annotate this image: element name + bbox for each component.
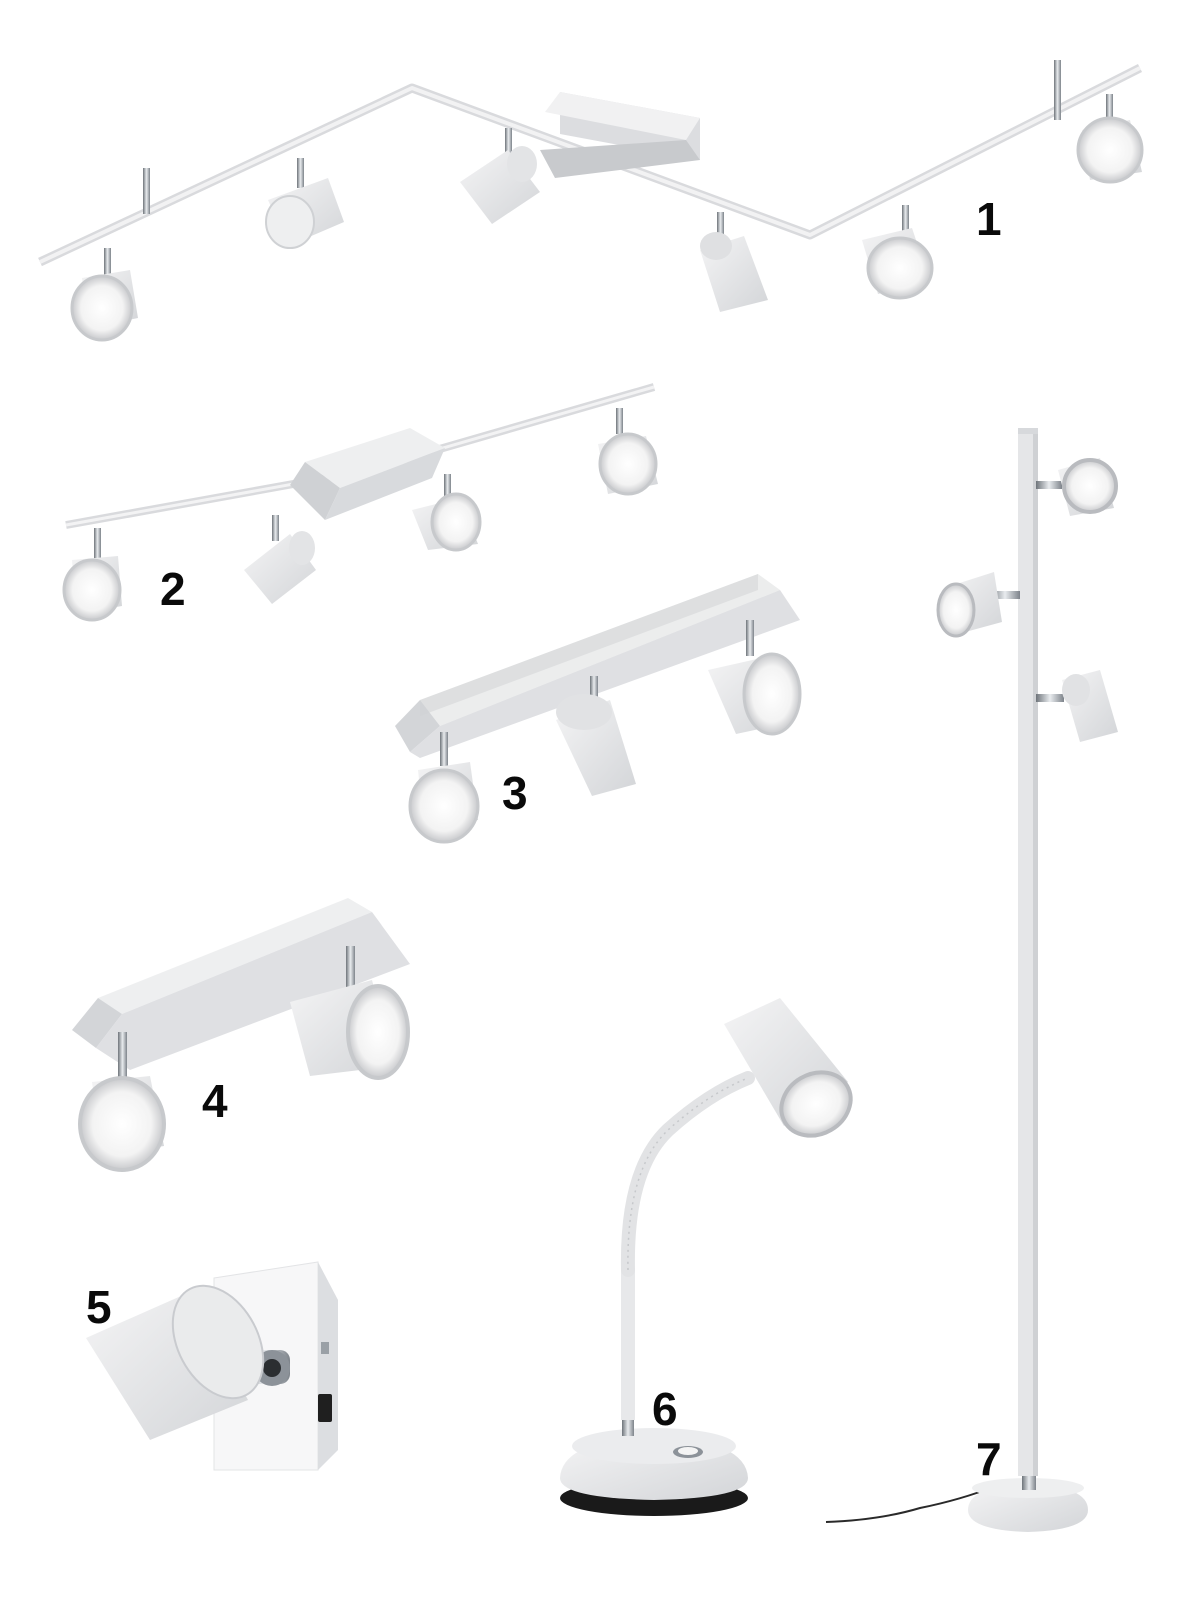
spot-1b (265, 158, 344, 249)
fixture-3-plate (395, 574, 802, 844)
fixture-6-table-lamp (560, 998, 853, 1516)
spot-1d (700, 212, 768, 312)
spot-3b (556, 676, 636, 796)
spot-3a (408, 732, 480, 844)
spot-7c (1036, 670, 1118, 742)
spot-1c (460, 128, 540, 224)
fixture-1-ceiling-bar (38, 60, 1144, 342)
label-5: 5 (86, 1281, 112, 1333)
fixture-4-plate (72, 898, 410, 1172)
spot-2d (598, 408, 658, 496)
spot-1a (70, 248, 138, 342)
fixture-2-ceiling-bar (62, 383, 658, 622)
fixture-5-wall-spot (86, 1261, 338, 1471)
spot-1f (1076, 94, 1144, 184)
spot-4a (78, 1032, 166, 1172)
label-7: 7 (976, 1433, 1002, 1485)
label-2: 2 (160, 563, 186, 615)
spot-7a (1036, 458, 1118, 516)
spot-2a (62, 528, 122, 622)
spot-2b (244, 515, 316, 604)
spot-7b (936, 572, 1020, 638)
label-4: 4 (202, 1075, 228, 1127)
spot-2c (412, 474, 482, 552)
fixture-7-floor-lamp (825, 428, 1118, 1532)
label-1: 1 (976, 193, 1002, 245)
spot-3c (708, 620, 802, 736)
label-6: 6 (652, 1383, 678, 1435)
spot-4b (290, 946, 410, 1080)
spot-1e (862, 205, 934, 300)
label-3: 3 (502, 767, 528, 819)
